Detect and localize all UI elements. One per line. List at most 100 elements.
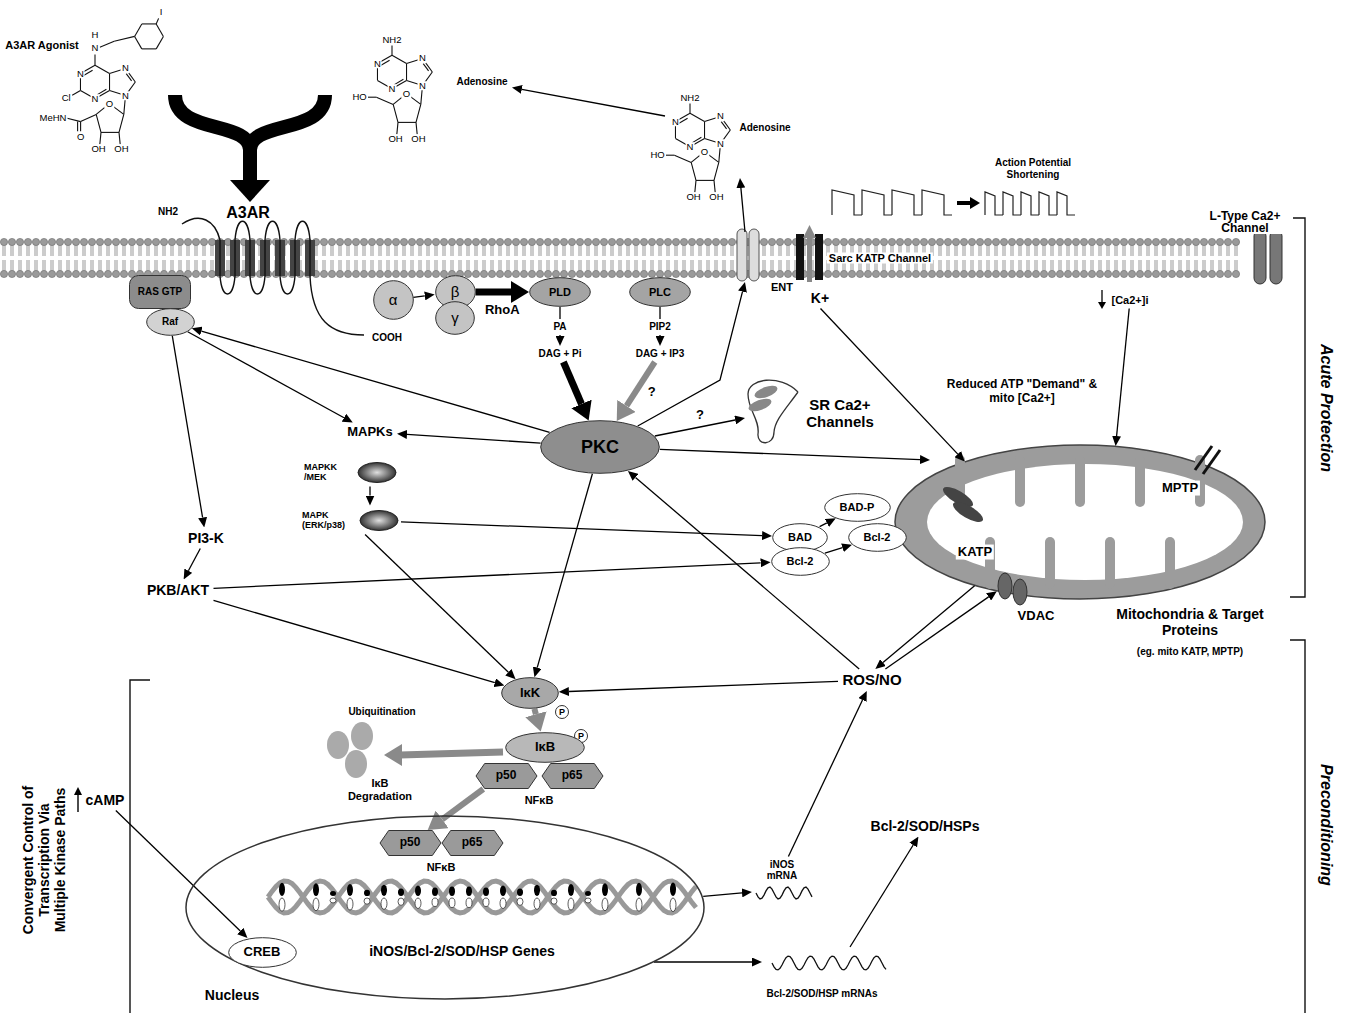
pathway-arrow <box>659 307 660 319</box>
pkc-hub-text: PKC <box>581 437 619 458</box>
drawn-stroke <box>66 118 80 122</box>
drawn-stroke <box>156 18 158 24</box>
drawn-stroke <box>96 114 101 132</box>
metabolite: DAG + IP3 <box>632 346 689 362</box>
ion-label: K+ <box>807 288 834 309</box>
pathway-arrow <box>214 563 761 589</box>
illustration-part <box>175 95 325 182</box>
edge-label: ? <box>646 384 658 398</box>
drawn-stroke <box>398 122 416 123</box>
illustration-part <box>351 722 373 750</box>
channel-name: ENT <box>767 279 797 296</box>
ellipse-outline <box>146 309 194 336</box>
pathway-arrow <box>522 89 665 116</box>
kinase-family: MAPKs <box>343 423 397 442</box>
drawn-stroke <box>500 898 506 909</box>
kinase-name-text: PI3-K <box>188 530 224 546</box>
edge-label: ? <box>694 408 706 422</box>
molecule-name: Adenosine <box>452 74 512 90</box>
annotation: NFκB <box>525 794 554 807</box>
molecule-structures <box>66 18 730 192</box>
drawn-stroke <box>423 64 428 71</box>
ellipse-outline <box>436 302 475 335</box>
protein-oval: Bcl-2 <box>848 523 907 552</box>
atom-label: N <box>121 91 130 101</box>
drawn-stroke <box>636 883 642 896</box>
drawn-stroke <box>602 898 608 911</box>
pld-enzyme: PLD <box>529 277 591 307</box>
plc-enzyme: PLC <box>629 277 691 307</box>
annotation: Action Potential Shortening <box>978 157 1088 180</box>
drawn-stroke <box>114 36 134 41</box>
kinase-node: MAPK (ERK/p38) <box>299 506 401 535</box>
dna-helix <box>268 881 696 913</box>
ellipse-outline <box>506 732 585 762</box>
ikk-kinase-text: IκK <box>520 686 540 701</box>
drawn-stroke <box>330 898 336 903</box>
drawn-stroke <box>666 155 674 156</box>
illustration-part <box>737 229 747 281</box>
pathway-arrow <box>442 789 483 819</box>
atom-label: H <box>91 30 100 40</box>
drawn-stroke <box>483 887 489 896</box>
atom-label: N <box>716 112 725 122</box>
atom-label: NH2 <box>679 93 700 103</box>
atom-label: I <box>159 8 164 18</box>
drawn-stroke <box>1105 537 1115 589</box>
drawn-stroke <box>364 890 370 896</box>
channel-name-text: ENT <box>771 281 793 294</box>
atom-label: N <box>418 81 427 91</box>
pathway-arrow <box>559 307 560 319</box>
illustration-part <box>345 750 367 778</box>
drawn-stroke <box>1165 537 1175 589</box>
illustration-part <box>895 445 1265 599</box>
atom-label: OH <box>685 192 701 202</box>
drawn-stroke <box>279 898 285 911</box>
receptor-helices <box>182 218 364 335</box>
annotation: (eg. mito KATP, MPTP) <box>1137 646 1243 658</box>
second-messenger: cAMP <box>82 790 129 811</box>
drawn-stroke <box>135 36 142 48</box>
drawn-stroke <box>381 885 387 896</box>
drawn-stroke <box>268 881 696 913</box>
drawn-stroke <box>368 97 376 98</box>
ellipse-outline <box>541 421 660 474</box>
pathway-arrow <box>850 845 913 947</box>
pathway-arrow <box>214 600 495 682</box>
cell-membrane <box>0 238 1240 278</box>
edge-label: RhoA <box>483 303 522 317</box>
illustration-part <box>1013 579 1027 605</box>
nfkb-subunit: p50 <box>476 763 537 789</box>
product-label: Bcl-2/SOD/HSPs <box>867 816 984 837</box>
pathway-arrow <box>188 332 344 418</box>
atom-label: N <box>418 54 427 64</box>
mediator-name-text: ROS/NO <box>842 671 901 688</box>
drawn-stroke <box>714 162 719 180</box>
katp-channel <box>796 225 823 282</box>
second-messenger-text: cAMP <box>86 792 125 808</box>
drawn-stroke <box>704 122 705 139</box>
drawn-stroke <box>670 882 676 896</box>
drawn-stroke <box>101 132 119 133</box>
drawn-stroke <box>347 898 353 910</box>
kinase-node-text: MAPK (ERK/p38) <box>302 510 354 531</box>
nucleus-text: Nucleus <box>205 987 259 1003</box>
ellipse-outline <box>824 493 890 521</box>
increase-arrow <box>74 787 82 812</box>
metabolite-text: DAG + Pi <box>538 348 581 360</box>
g-protein-alpha-text: α <box>389 291 398 308</box>
section-title: Convergent Control of Transcription Via … <box>20 775 68 945</box>
drawn-stroke <box>679 118 688 123</box>
rounded-outline <box>130 276 191 309</box>
ion-label: [Ca2+]i <box>1108 292 1153 309</box>
drawn-stroke <box>119 132 120 144</box>
annotation: iNOS/Bcl-2/SOD/HSP Genes <box>369 943 555 959</box>
atom-label: OH <box>387 134 403 144</box>
atom-label: OH <box>90 144 106 154</box>
mrna-label-text: iNOS mRNA <box>757 859 807 882</box>
drawn-stroke <box>81 114 97 121</box>
annotation: COOH <box>372 332 402 344</box>
illustration-part <box>998 573 1012 599</box>
metabolite: DAG + Pi <box>534 346 586 362</box>
